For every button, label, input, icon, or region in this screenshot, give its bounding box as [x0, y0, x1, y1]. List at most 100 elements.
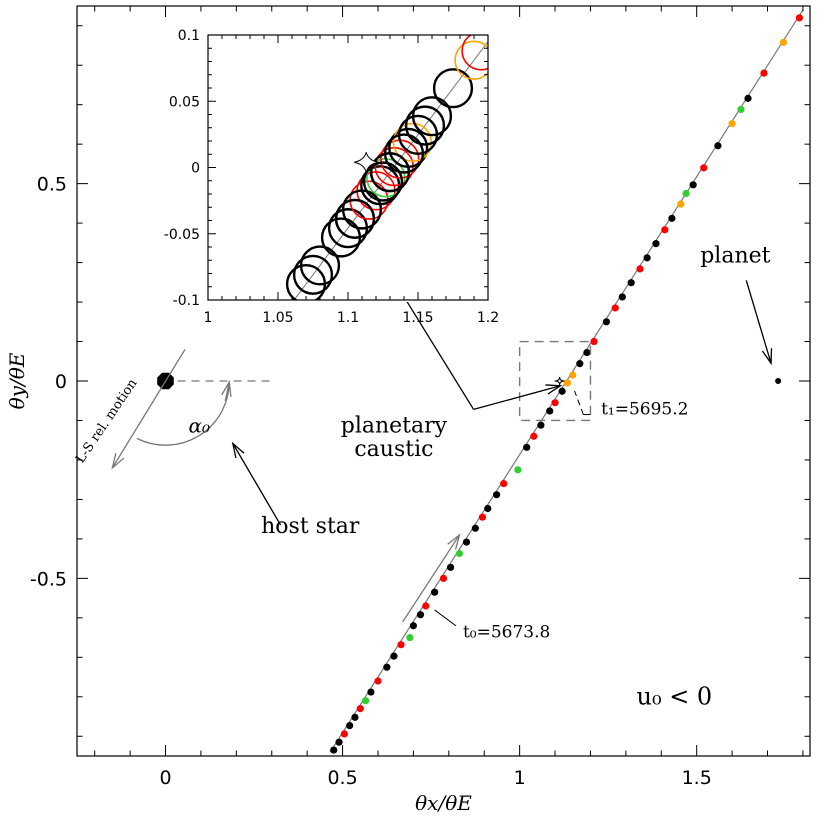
source-position-point	[422, 602, 430, 610]
ls-motion-arrow-head	[111, 453, 125, 470]
inset-caustic-shape	[354, 152, 379, 173]
inset-x-tick-label: 1.2	[477, 310, 499, 326]
source-position-point	[627, 279, 635, 287]
y-tick-label: -0.5	[30, 568, 67, 590]
source-position-point	[558, 387, 566, 395]
planetary-caustic-annotation-line1: planetary	[341, 413, 448, 438]
source-position-point	[636, 265, 644, 273]
main-plot	[111, 9, 804, 754]
source-position-point	[500, 480, 508, 488]
source-position-point	[493, 491, 501, 499]
alpha0-arc-arrow-head	[221, 379, 232, 397]
source-position-point	[714, 142, 722, 150]
source-position-point	[397, 641, 405, 649]
x-tick-label: 0.5	[327, 767, 357, 789]
y-tick-label: 0	[55, 371, 67, 393]
source-position-point	[478, 513, 487, 521]
planet-pointer-shaft	[745, 280, 772, 364]
planet-pointer-head	[761, 348, 773, 366]
host-star-pointer-shaft	[232, 443, 282, 526]
planetary-caustic-shape	[554, 376, 565, 386]
source-position-point	[643, 254, 651, 262]
inset-source-circle	[461, 35, 488, 71]
source-position-point	[335, 738, 343, 746]
source-position-point	[514, 466, 522, 474]
source-position-point	[618, 293, 626, 301]
inset-source-circle	[334, 198, 376, 239]
source-position-point	[779, 38, 788, 46]
x-tick-label: 1.5	[682, 767, 712, 789]
source-position-point	[652, 240, 660, 248]
source-position-point	[668, 214, 676, 222]
source-position-point	[611, 304, 619, 312]
source-position-point	[530, 432, 538, 440]
source-position-point	[455, 549, 464, 558]
host-star-pointer-head	[231, 441, 245, 459]
caustic-pointer-main-shaft	[473, 385, 561, 411]
inset-source-circle	[362, 161, 404, 202]
inset-content	[285, 35, 488, 300]
inset-x-tick-label: 1.05	[262, 310, 293, 326]
caustic-pointer-main-head	[545, 384, 563, 395]
inset-x-tick-label: 1	[204, 310, 213, 326]
inset-y-tick-label: -0.05	[164, 227, 200, 243]
planet-marker	[775, 378, 782, 384]
source-position-point	[760, 69, 768, 77]
source-position-point	[471, 524, 479, 532]
t0-leader	[434, 609, 457, 627]
inset-source-circle	[432, 68, 474, 109]
inset-source-circle	[454, 40, 488, 80]
alpha0-annotation: α₀	[189, 413, 211, 437]
source-position-point	[390, 652, 398, 660]
source-position-point	[689, 181, 697, 189]
inset-y-tick-label: -0.1	[173, 293, 200, 309]
source-position-point	[728, 120, 736, 128]
source-position-point	[576, 360, 584, 368]
source-position-point	[374, 677, 382, 685]
zoom-region-box	[518, 340, 592, 422]
source-position-point	[484, 504, 492, 513]
source-position-point	[406, 633, 414, 642]
source-position-point	[737, 105, 745, 114]
motion-direction-arrow-shaft	[402, 534, 460, 623]
motion-annotation: L-S rel. motion	[73, 376, 141, 466]
inset-source-circle	[299, 245, 341, 286]
source-position-point	[682, 189, 690, 198]
x-axis-label: θx/θE	[415, 791, 472, 815]
source-position-point	[439, 574, 448, 582]
source-position-point	[340, 730, 348, 738]
y-axis-label: θy/θE	[5, 352, 29, 409]
source-position-point	[661, 226, 669, 234]
source-position-point	[356, 705, 364, 713]
inset-y-tick-label: 0.05	[169, 94, 200, 110]
source-position-point	[563, 379, 572, 387]
source-position-point	[744, 94, 752, 102]
source-position-point	[330, 746, 338, 754]
planet-annotation: planet	[700, 244, 770, 269]
source-position-point	[409, 622, 418, 630]
x-tick-label: 0	[159, 767, 171, 789]
inset-source-circle	[411, 96, 453, 137]
y-tick-label: 0.5	[37, 174, 67, 196]
source-position-point	[569, 371, 577, 379]
source-position-point	[602, 318, 610, 326]
inset-source-circle	[341, 189, 383, 230]
axis-ticks: 0 0.5 1 1.5 -0.5 0 0.5	[30, 6, 810, 789]
t1-leader	[574, 390, 584, 415]
x-tick-label: 1	[514, 767, 526, 789]
source-position-point	[367, 688, 375, 696]
inset-source-circle	[404, 105, 446, 146]
alpha0-arc-arrow-shaft	[224, 381, 230, 402]
inset-y-tick-label: 0	[191, 161, 200, 177]
source-position-point	[431, 588, 439, 596]
inset-background	[206, 33, 490, 302]
source-position-point	[700, 164, 708, 172]
inset-source-circle	[292, 254, 334, 295]
source-position-point	[590, 337, 598, 346]
source-position-point	[416, 611, 425, 619]
ls-motion-arrow-shaft	[111, 349, 186, 469]
t1-annotation: t₁=5695.2	[601, 400, 688, 420]
source-position-point	[361, 697, 370, 705]
